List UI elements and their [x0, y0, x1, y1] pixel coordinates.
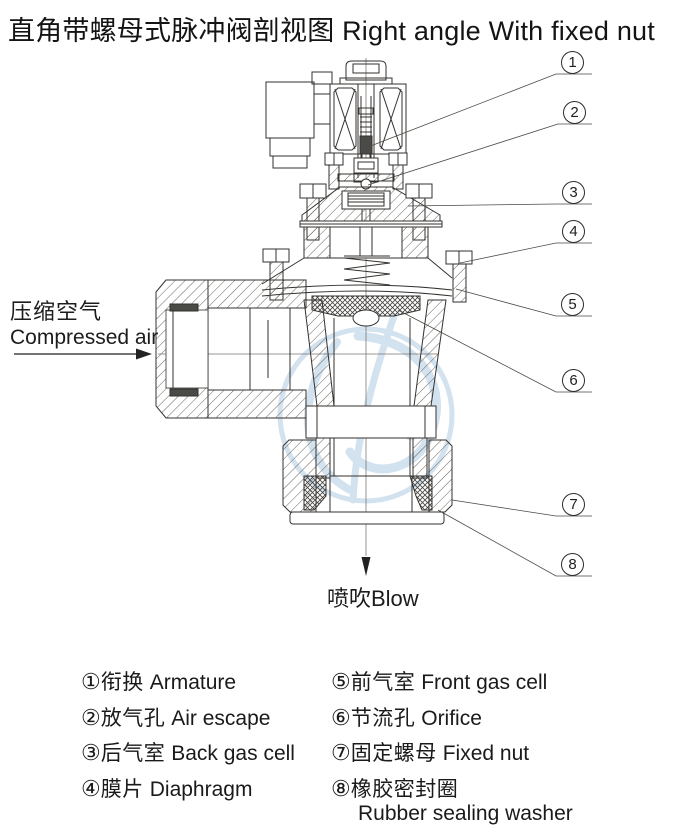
- legend-marker: ③: [81, 740, 101, 765]
- back-gas-cell-housing: [299, 183, 443, 241]
- legend-zh: 节流孔: [350, 706, 416, 730]
- outlet-label: 喷吹Blow: [327, 586, 419, 611]
- legend-en: Orifice: [421, 706, 482, 730]
- callout-1: 1: [561, 51, 584, 74]
- coil-winding-left: [333, 87, 357, 151]
- legend-en: Rubber sealing washer: [358, 802, 573, 825]
- legend-zh: 固定螺母: [350, 742, 437, 765]
- callout-6: 6: [562, 369, 585, 392]
- legend-en: Fixed nut: [442, 742, 530, 765]
- callout-5: 5: [561, 293, 584, 316]
- legend-zh: 橡胶密封圈: [350, 777, 459, 801]
- inlet-seal-bottom: [169, 388, 199, 397]
- outlet-flow-arrow: [361, 557, 371, 576]
- legend-zh: 前气室: [350, 671, 416, 694]
- legend-zh: 后气室: [100, 742, 166, 765]
- electrical-connector: [265, 71, 333, 169]
- callout-4: 4: [562, 220, 585, 243]
- main-spring: [343, 255, 391, 286]
- legend-marker: ②: [81, 704, 101, 730]
- legend-marker: ⑧: [331, 775, 351, 801]
- callout-2: 2: [563, 101, 586, 124]
- page-title: 直角带螺母式脉冲阀剖视图 Right angle With fixed nut: [8, 16, 655, 46]
- inlet-label-en: Compressed air: [10, 326, 159, 349]
- outlet-port: [282, 437, 453, 525]
- coil-winding-right: [379, 87, 403, 151]
- callout-7: 7: [562, 493, 585, 516]
- legend-en: Back gas cell: [171, 742, 295, 765]
- legend-marker: ④: [81, 775, 101, 801]
- legend-zh: 衔换: [100, 671, 144, 694]
- legend-zh: 膜片: [100, 777, 144, 801]
- legend-en: Diaphragm: [149, 777, 253, 801]
- inlet-seal-top: [169, 303, 199, 312]
- fixed-nut: [282, 439, 453, 525]
- valve-body: [303, 299, 447, 476]
- legend-marker: ①: [81, 669, 101, 694]
- inlet-label-zh: 压缩空气: [10, 299, 103, 324]
- callout-8: 8: [561, 553, 584, 576]
- legend-marker: ⑤: [331, 669, 351, 694]
- legend-marker: ⑥: [331, 704, 351, 730]
- inlet-label: 压缩空气 Compressed air: [10, 299, 158, 351]
- armature: [358, 107, 374, 160]
- leader-lines: [367, 73, 592, 577]
- sealing-washers: [303, 475, 433, 511]
- callout-3: 3: [562, 181, 585, 204]
- inlet-port: [155, 279, 307, 419]
- legend-marker: ⑦: [331, 740, 351, 765]
- legend-zh: 放气孔: [100, 706, 166, 730]
- legend-en: Front gas cell: [421, 671, 548, 694]
- legend-en: Armature: [149, 671, 237, 694]
- bonnet: [324, 152, 408, 221]
- legend-en: Air escape: [171, 706, 271, 730]
